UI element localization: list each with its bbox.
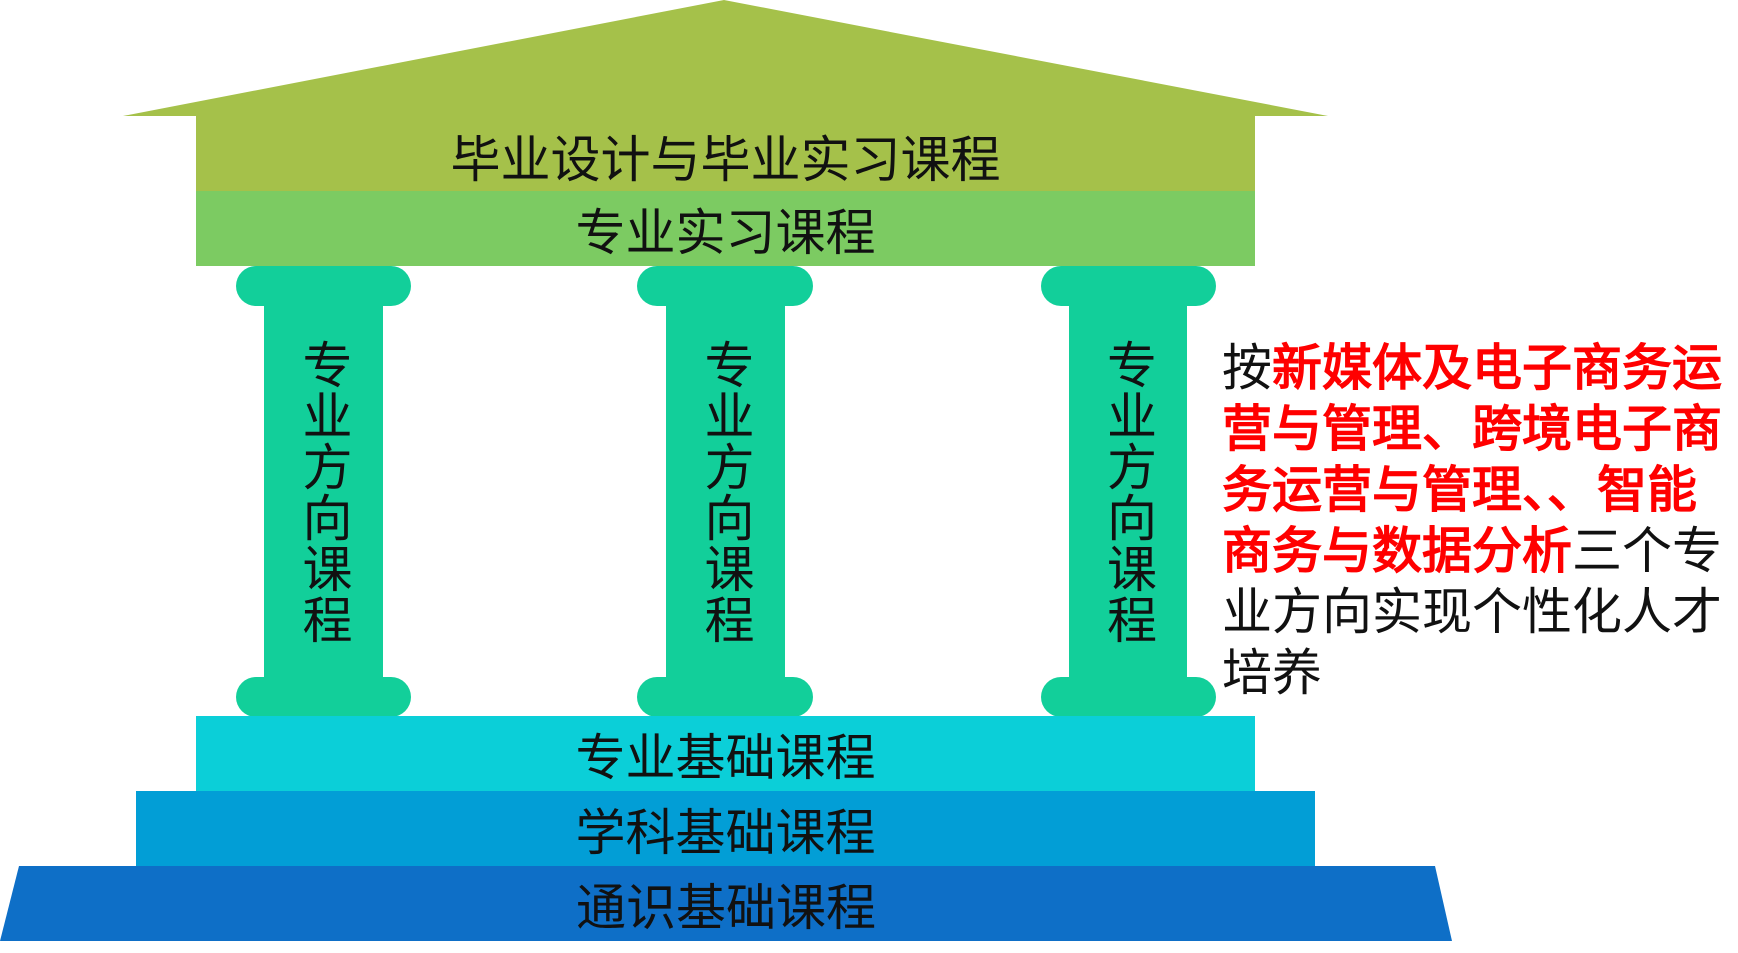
major-basic-band xyxy=(196,716,1255,791)
side-description: 按新媒体及电子商务运营与管理、跨境电子商务运营与管理、、智能商务与数据分析三个专… xyxy=(1222,338,1738,704)
roof-label: 毕业设计与毕业实习课程 xyxy=(450,131,1001,189)
general-basic-label: 通识基础课程 xyxy=(576,878,876,937)
side-highlight: 新媒体及电子商务运营与管理、跨境电子商务运营与管理、、智能商务与数据分析 xyxy=(1222,339,1722,580)
discipline-basic-label: 学科基础课程 xyxy=(575,803,876,862)
general-basic-band xyxy=(0,866,1452,941)
pillar-1 xyxy=(236,266,411,717)
major-basic-label: 专业基础课程 xyxy=(575,728,876,787)
pillar-1-label: 专业方向课程 xyxy=(294,338,353,645)
pillar-2 xyxy=(637,266,813,717)
discipline-basic-band xyxy=(136,791,1315,866)
roof-triangle xyxy=(123,0,1328,116)
internship-band xyxy=(196,191,1255,266)
roof-band xyxy=(196,115,1255,192)
internship-label: 专业实习课程 xyxy=(575,203,876,262)
pillar-2-label: 专业方向课程 xyxy=(696,338,755,645)
pillar-3 xyxy=(1041,266,1216,717)
side-suffix: 三个专业方向实现个性化人才培养 xyxy=(1222,522,1722,702)
pillar-3-label: 专业方向课程 xyxy=(1099,338,1157,645)
side-prefix: 按 xyxy=(1222,339,1272,397)
